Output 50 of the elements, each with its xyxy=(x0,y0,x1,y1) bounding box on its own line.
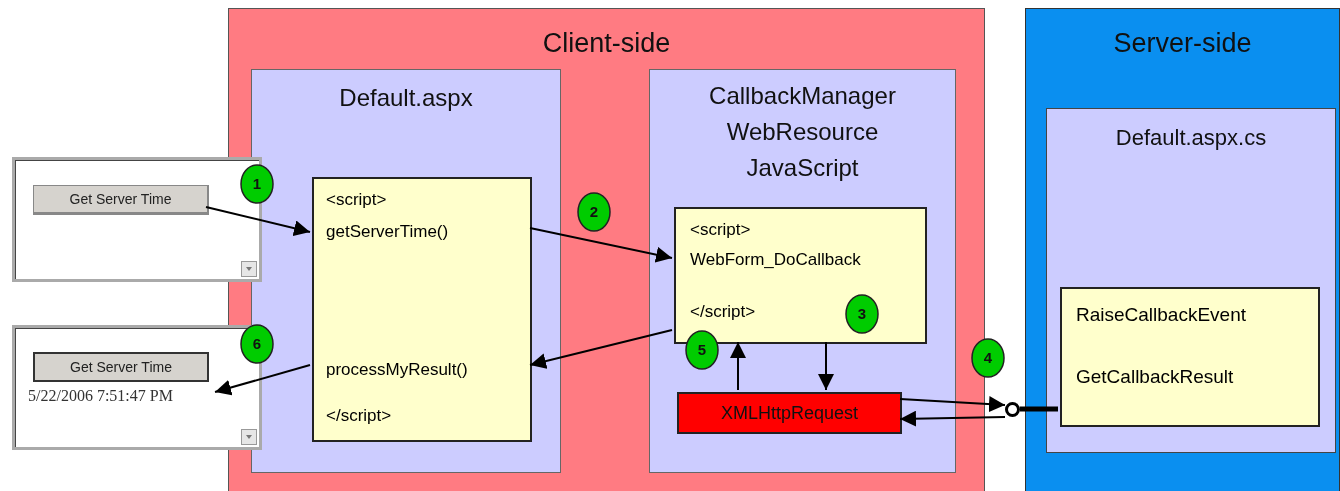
method-name: RaiseCallbackEvent xyxy=(1076,303,1247,327)
step-number: 1 xyxy=(252,173,262,194)
panel-title: Default.aspx xyxy=(338,83,474,113)
method-name: GetCallbackResult xyxy=(1076,365,1234,389)
function-name: processMyResult() xyxy=(326,359,468,381)
step-marker xyxy=(971,338,1005,378)
get-time-button: Get Server Time xyxy=(33,352,209,382)
step-marker xyxy=(240,324,274,364)
timestamp-text: 5/22/2006 7:51:47 PM xyxy=(28,386,173,406)
step-number: 3 xyxy=(857,303,867,324)
request-box xyxy=(677,392,902,434)
function-name: WebForm_DoCallback xyxy=(690,249,861,271)
get-time-button: Get Server Time xyxy=(33,185,209,215)
arrow xyxy=(205,206,311,237)
arrow xyxy=(899,396,1006,413)
step-number: 2 xyxy=(589,201,599,222)
method-box xyxy=(1060,287,1320,427)
arrow xyxy=(529,329,673,369)
code-text: <script> xyxy=(326,189,387,211)
client-side-panel xyxy=(228,8,985,491)
step-number: 4 xyxy=(983,347,993,368)
panel-title: Server-side xyxy=(1112,27,1253,60)
panel-title: Client-side xyxy=(541,27,672,60)
interface-circle xyxy=(1005,402,1020,417)
code-behind-panel xyxy=(1046,108,1336,453)
browser-window xyxy=(12,157,262,282)
arrow xyxy=(214,364,311,396)
function-name: getServerTime() xyxy=(326,221,449,243)
arrow xyxy=(818,341,834,391)
server-side-panel xyxy=(1025,8,1340,491)
code-text: </script> xyxy=(690,301,756,323)
step-marker xyxy=(240,164,274,204)
panel-title: Default.aspx.cs xyxy=(1114,124,1268,152)
step-marker xyxy=(685,330,719,370)
step-marker xyxy=(577,192,611,232)
request-label: XMLHttpRequest xyxy=(720,401,859,425)
browser-window xyxy=(12,325,262,450)
page-panel xyxy=(251,69,561,473)
arrow xyxy=(899,410,1006,427)
arrow xyxy=(529,227,673,263)
code-text: <script> xyxy=(690,219,751,241)
code-text: </script> xyxy=(326,405,392,427)
step-number: 6 xyxy=(252,333,262,354)
script-box xyxy=(312,177,532,442)
script-box xyxy=(674,207,927,344)
step-number: 5 xyxy=(697,339,707,360)
script-panel xyxy=(649,69,956,473)
arrow xyxy=(730,341,746,391)
step-marker xyxy=(845,294,879,334)
panel-title: CallbackManager WebResource JavaScript xyxy=(708,81,897,183)
